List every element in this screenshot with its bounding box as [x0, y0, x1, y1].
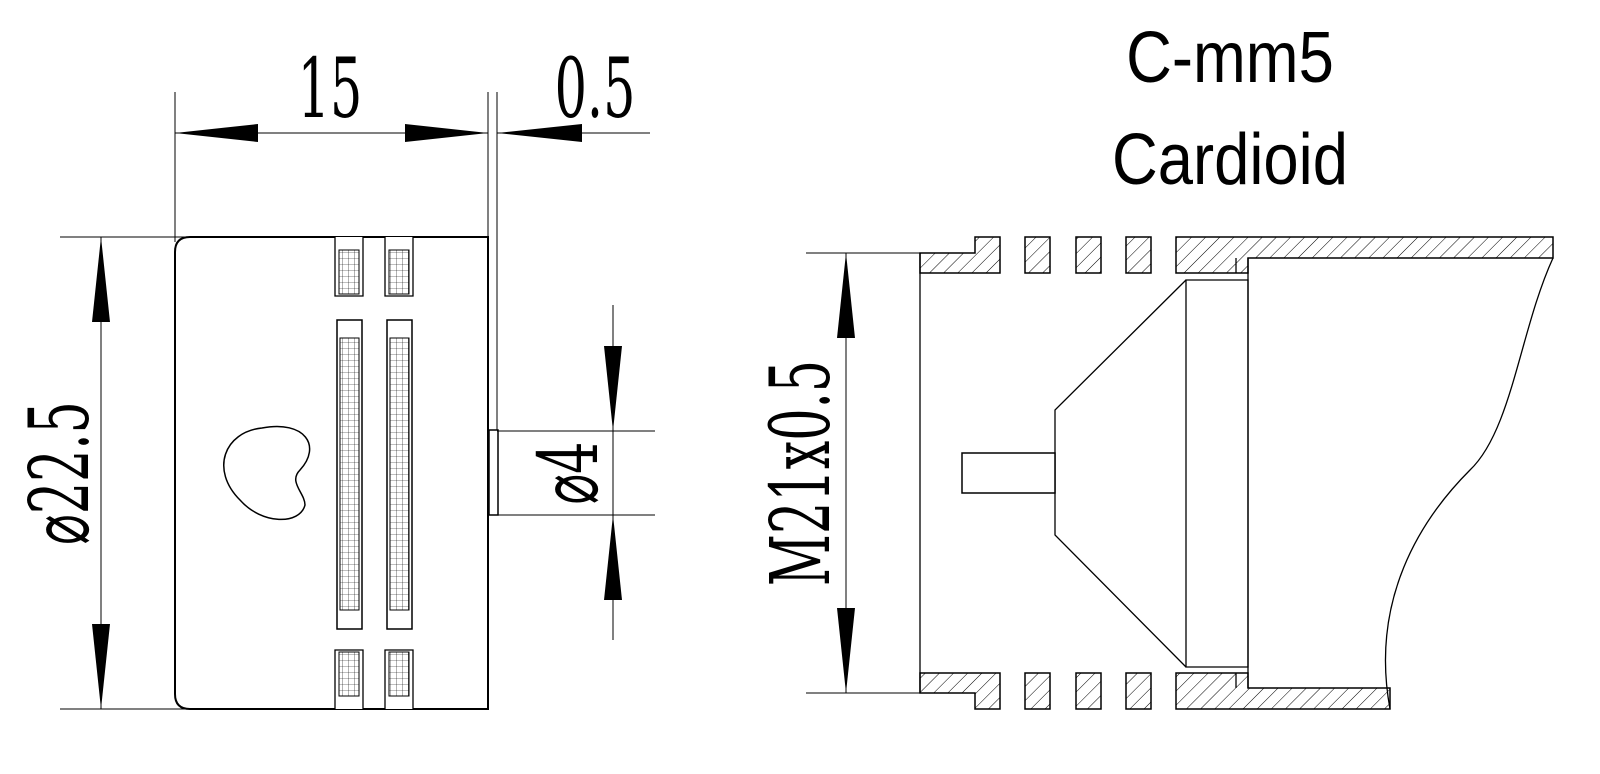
- arrow-thread-up-icon: [837, 253, 855, 338]
- dim-length-label: 15: [298, 42, 363, 137]
- arrow-pin-down-icon: [604, 346, 622, 431]
- vent-slots: [334, 237, 414, 709]
- cone-section: [1054, 279, 1187, 668]
- dim-gap-label: 0.5: [555, 42, 636, 137]
- connector-pin: [961, 452, 1056, 494]
- cardioid-icon: [223, 425, 311, 521]
- arrow-pin-up-icon: [604, 515, 622, 600]
- arrow-thread-down-icon: [837, 608, 855, 693]
- inner-capsule: [1185, 279, 1249, 668]
- capsule-body: [174, 236, 489, 710]
- section-view: M21x0.5: [754, 236, 1554, 710]
- arrow-gap-icon: [497, 124, 582, 142]
- break-line: [1384, 257, 1554, 710]
- contact-pin: [488, 429, 499, 516]
- arrow-right-icon: [405, 124, 488, 142]
- model-title: C-mm5: [1126, 18, 1334, 98]
- arrow-down-icon: [92, 624, 110, 709]
- dim-thread-label: M21x0.5: [754, 360, 849, 586]
- dim-diameter-label: ⌀22.5: [13, 401, 108, 545]
- dim-pin-label: ⌀4: [522, 442, 617, 505]
- arrow-left-icon: [175, 124, 258, 142]
- pattern-title: Cardioid: [1112, 120, 1348, 200]
- side-view: 15 0.5 ⌀22.5: [13, 42, 655, 710]
- arrow-up-icon: [92, 237, 110, 322]
